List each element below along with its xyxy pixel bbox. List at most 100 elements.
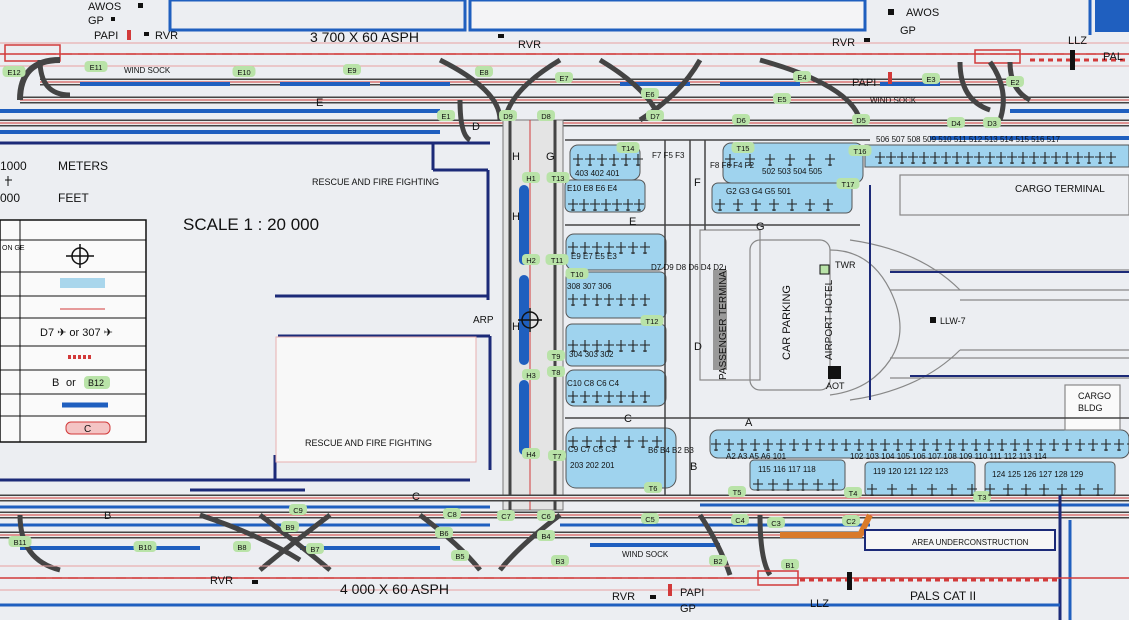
- taxiway-e-system: [0, 57, 1129, 143]
- car-parking-label: CAR PARKING: [781, 285, 793, 360]
- taxiway-tag: E1: [437, 110, 455, 121]
- aircraft-stand-icon: [638, 436, 648, 448]
- svg-text:H1: H1: [526, 174, 536, 183]
- aircraft-stand-icon: [652, 436, 662, 448]
- svg-text:E8: E8: [479, 68, 488, 77]
- aircraft-stand-icon: [753, 479, 763, 491]
- aircraft-stand-icon: [1003, 484, 1013, 496]
- taxiway-tag: B5: [451, 550, 469, 561]
- taxiway-tag: H1: [522, 172, 540, 183]
- svg-text:B11: B11: [14, 538, 27, 547]
- aircraft-stand-icon: [592, 391, 602, 403]
- svg-text:T13: T13: [552, 174, 565, 183]
- aircraft-stand-icon: [1029, 152, 1039, 164]
- aircraft-stand-icon: [893, 439, 903, 451]
- aircraft-stand-icon: [971, 439, 981, 451]
- west-frames: [0, 141, 492, 492]
- svg-text:T6: T6: [649, 484, 658, 493]
- gp-label-south: GP: [680, 603, 696, 615]
- aircraft-stand-icon: [745, 154, 755, 166]
- llz-label-north: LLZ: [1068, 35, 1087, 47]
- taxiway-tag: H2: [522, 254, 540, 265]
- taxiway-tag: T16: [848, 145, 872, 156]
- aircraft-stand-icon: [897, 152, 907, 164]
- threshold-marking-south: [757, 570, 799, 586]
- taxiway-tag: E11: [84, 61, 108, 72]
- aircraft-stand-icon: [947, 484, 957, 496]
- stand-label: 203 202 201: [570, 461, 615, 470]
- aircraft-stand-icon: [1093, 484, 1103, 496]
- aircraft-stand-icon: [592, 340, 602, 352]
- llz-label-south: LLZ: [810, 598, 829, 610]
- landside: [699, 174, 1129, 431]
- aircraft-stand-icon: [1018, 152, 1028, 164]
- taxiway-tag: B6: [435, 527, 453, 538]
- aircraft-stand-icon: [604, 340, 614, 352]
- aircraft-stand-icon: [875, 152, 885, 164]
- aircraft-stand-icon: [604, 391, 614, 403]
- aircraft-stand-icon: [568, 242, 578, 254]
- svg-text:C6: C6: [541, 512, 551, 521]
- taxiway-letter: G: [546, 151, 555, 163]
- gp-label-west: GP: [88, 15, 104, 27]
- svg-text:D3: D3: [987, 119, 997, 128]
- llw-label: LLW-7: [940, 316, 966, 326]
- gp-label-east: GP: [900, 25, 916, 37]
- aircraft-stand-icon: [776, 439, 786, 451]
- stand-label: B6 B4 B2 B3: [648, 446, 694, 455]
- aircraft-stand-icon: [828, 439, 838, 451]
- taxiway-letter: C: [412, 491, 420, 503]
- svg-text:D5: D5: [856, 116, 866, 125]
- aircraft-stand-icon: [1007, 152, 1017, 164]
- top-frame-left: [168, 0, 467, 32]
- taxiway-tag: E3: [922, 73, 940, 84]
- south-runway-label: 4 000 X 60 ASPH: [340, 581, 449, 597]
- aircraft-stand-icon: [628, 242, 638, 254]
- aircraft-stand-icon: [984, 439, 994, 451]
- stand-label: D7 D9 D8 D6 D4 D2: [651, 263, 724, 272]
- taxiway-tag: D7: [646, 110, 664, 121]
- aircraft-stand-icon: [1106, 152, 1116, 164]
- aircraft-stand-icon: [1084, 152, 1094, 164]
- aircraft-stand-icon: [1021, 484, 1031, 496]
- cargo-terminal-label: CARGO TERMINAL: [1015, 184, 1105, 195]
- taxiway-tag: D6: [732, 114, 750, 125]
- legend-tag-right: B12: [88, 378, 104, 388]
- taxiway-tag: C7: [497, 510, 515, 521]
- svg-text:B4: B4: [541, 532, 550, 541]
- taxiway-tag: D3: [983, 117, 1001, 128]
- legend-tag-or: or: [66, 377, 76, 389]
- taxiway-tag: B9: [281, 521, 299, 532]
- aircraft-stand-icon: [1023, 439, 1033, 451]
- taxiway-tag: B11: [8, 536, 32, 547]
- aircraft-stand-icon: [1095, 152, 1105, 164]
- legend-tick-feet: 000: [0, 191, 20, 205]
- svg-text:C4: C4: [735, 516, 745, 525]
- svg-text:T15: T15: [737, 144, 750, 153]
- svg-text:H2: H2: [526, 256, 536, 265]
- taxiway-letter: C: [624, 413, 632, 425]
- svg-text:C7: C7: [501, 512, 511, 521]
- top-frame-right: [468, 0, 867, 32]
- taxiway-tag: D8: [537, 110, 555, 121]
- taxiway-letter: A: [745, 417, 753, 429]
- rvr-label-south-east: RVR: [612, 591, 635, 603]
- svg-text:E2: E2: [1010, 78, 1019, 87]
- aircraft-stand-icon: [580, 340, 590, 352]
- aircraft-stand-icon: [623, 199, 633, 211]
- aircraft-stand-icon: [887, 484, 897, 496]
- legend-meters: METERS: [58, 159, 108, 173]
- aircraft-stand-icon: [573, 154, 583, 166]
- aircraft-stand-icon: [568, 340, 578, 352]
- aircraft-stand-icon: [1073, 152, 1083, 164]
- svg-text:E10: E10: [237, 68, 250, 77]
- taxiway-tag: C3: [767, 517, 785, 528]
- awos-label-west: AWOS: [88, 1, 121, 13]
- papi-label-west: PAPI: [94, 30, 118, 42]
- aircraft-stand-icon: [815, 439, 825, 451]
- aircraft-stand-icon: [621, 154, 631, 166]
- aircraft-stand-icon: [1057, 484, 1067, 496]
- aircraft-stand-icon: [579, 199, 589, 211]
